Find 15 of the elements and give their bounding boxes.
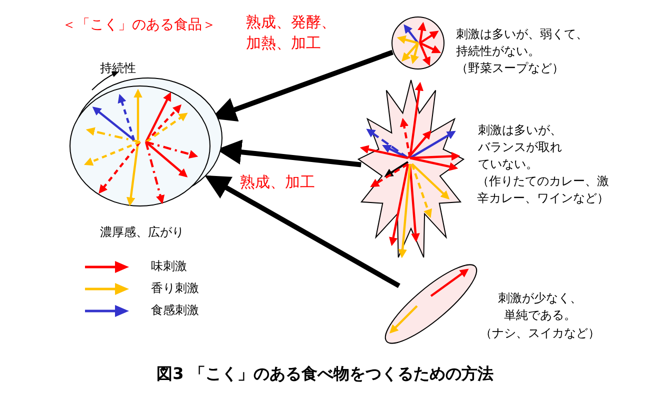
diagram-title: ＜「こく」のある食品＞ (62, 16, 216, 34)
legend-label: 香り刺激 (151, 280, 199, 297)
description-text: （作りたてのカレー、激辛カレー、ワインなど） (476, 173, 610, 207)
description-text: 刺激は多いが、バランスが取れていない。 (478, 122, 563, 173)
description-text: （ナシ、スイカなど） (479, 325, 601, 342)
legend-label: 食感刺激 (151, 302, 199, 319)
description-text: 刺激が少なく、単純である。 (497, 290, 583, 324)
edge-label: 熟成、発酵、加熱、加工 (246, 12, 337, 54)
process-arrow (204, 175, 400, 288)
description-text: （野菜スープなど） (456, 60, 565, 77)
description-text: 刺激は多いが、弱くて、持続性がない。 (456, 26, 589, 60)
annotation-text: 濃厚感、広がり (100, 224, 184, 241)
edge-label: 熟成、加工 (240, 172, 316, 193)
figure-caption: 図3 「こく」のある食べ物をつくるための方法 (156, 364, 494, 385)
legend-label: 味刺激 (151, 258, 187, 275)
